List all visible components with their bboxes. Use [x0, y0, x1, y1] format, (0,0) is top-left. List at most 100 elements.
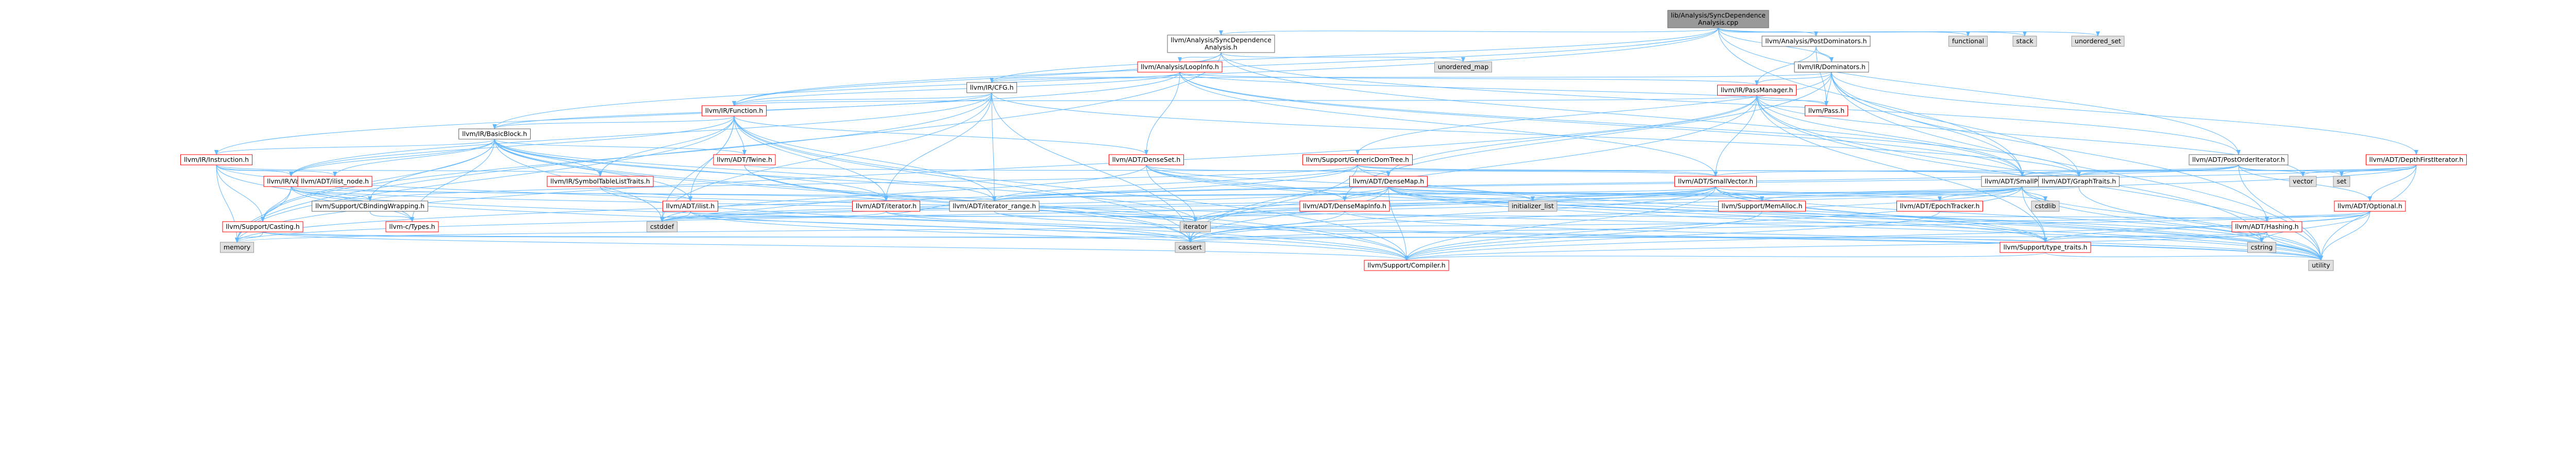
edge-optional-to-compiler	[1404, 211, 2370, 261]
node-label: initializer_list	[1512, 202, 1554, 210]
graph-node-loopinfo[interactable]: llvm/Analysis/LoopInfo.h	[1137, 61, 1223, 73]
edge-iterrange-to-utility	[994, 211, 2323, 261]
graph-node-function[interactable]: llvm/IR/Function.h	[702, 105, 767, 116]
node-box	[1948, 36, 1988, 47]
node-box	[2031, 200, 2060, 212]
graph-node-hashing[interactable]: llvm/ADT/Hashing.h	[2231, 221, 2302, 232]
edge-cfg-to-function	[732, 92, 992, 106]
graph-node-cstring[interactable]: cstring	[2247, 242, 2276, 253]
node-box	[1299, 200, 1390, 212]
node-label: vector	[2293, 177, 2314, 185]
graph-node-initlist[interactable]: initializer_list	[1508, 200, 1557, 212]
graph-node-basicblock[interactable]: llvm/IR/BasicBlock.h	[459, 128, 531, 140]
edge-passmanager-to-cstring	[1756, 95, 2264, 243]
edge-dfiter-to-optional	[2368, 164, 2417, 202]
graph-node-types[interactable]: llvm-c/Types.h	[385, 221, 439, 232]
graph-node-graphtraits[interactable]: llvm/ADT/GraphTraits.h	[2038, 176, 2120, 187]
edge-graphtraits-to-iterrange	[992, 186, 2079, 202]
edge-symtab-to-ilist	[600, 186, 692, 202]
graph-node-dominators[interactable]: llvm/IR/Dominators.h	[1794, 61, 1869, 73]
edge-basicblock-to-instruction	[214, 139, 495, 155]
graph-node-stack[interactable]: stack	[2012, 36, 2037, 47]
edge-optional-to-cassert	[1188, 211, 2370, 243]
node-label: llvm/ADT/PostOrderIterator.h	[2192, 156, 2285, 163]
graph-node-densesetx[interactable]: llvm/ADT/DenseSet.h	[1109, 154, 1184, 165]
graph-node-optional[interactable]: llvm/ADT/Optional.h	[2334, 200, 2406, 212]
graph-node-densemapinfo[interactable]: llvm/ADT/DenseMapInfo.h	[1299, 200, 1390, 212]
node-label: unordered_map	[1438, 63, 1489, 71]
graph-node-cassert[interactable]: cassert	[1175, 242, 1206, 253]
node-label: iterator	[1183, 223, 1208, 230]
graph-node-ilistnode[interactable]: llvm/ADT/ilist_node.h	[297, 176, 372, 187]
graph-node-densemap[interactable]: llvm/ADT/DenseMap.h	[1349, 176, 1428, 187]
graph-node-iterrange[interactable]: llvm/ADT/iterator_range.h	[949, 200, 1040, 212]
graph-node-cbwrap[interactable]: llvm/Support/CBindingWrapping.h	[312, 200, 428, 212]
edge-smallptrset-to-iteratorh	[1193, 186, 2023, 222]
edge-loopinfo-to-passmanager	[1179, 72, 1759, 86]
edge-iterator-to-cstddef	[660, 211, 887, 222]
node-label: llvm/ADT/DenseMap.h	[1353, 177, 1424, 185]
graph-node-casting[interactable]: llvm/Support/Casting.h	[222, 221, 303, 232]
node-label: llvm/Analysis/SyncDependence	[1171, 36, 1272, 44]
node-box	[949, 200, 1040, 212]
edge-loopinfo-to-smallvector	[1179, 72, 1718, 177]
graph-node-typetraits[interactable]: llvm/Support/type_traits.h	[1999, 242, 2091, 253]
graph-node-cstddef[interactable]: cstddef	[647, 221, 677, 232]
edge-basicblock-to-compiler	[494, 139, 1409, 261]
edge-root-to-postdom	[1718, 27, 1818, 37]
node-label: llvm/Support/GenericDomTree.h	[1306, 156, 1409, 163]
node-box	[220, 242, 254, 253]
edge-basicblock-to-iterrange	[494, 139, 996, 202]
graph-node-unordered_map[interactable]: unordered_map	[1434, 61, 1492, 73]
graph-node-pass[interactable]: llvm/Pass.h	[1805, 105, 1848, 116]
node-box	[1175, 242, 1206, 253]
graph-node-epoch[interactable]: llvm/ADT/EpochTracker.h	[1896, 200, 1983, 212]
graph-node-iteratorh[interactable]: iterator	[1180, 221, 1211, 232]
graph-node-dfiter[interactable]: llvm/ADT/DepthFirstIterator.h	[2366, 154, 2467, 165]
graph-node-poiter[interactable]: llvm/ADT/PostOrderIterator.h	[2189, 154, 2289, 165]
edge-function-to-memory	[235, 115, 735, 243]
edge-densemap-to-compiler	[1388, 186, 1409, 261]
edge-value-to-cbwrap	[291, 186, 372, 202]
graph-node-twine[interactable]: llvm/ADT/Twine.h	[713, 154, 776, 165]
graph-node-gdt[interactable]: llvm/Support/GenericDomTree.h	[1302, 154, 1413, 165]
node-label: llvm/ADT/ilist_node.h	[301, 177, 369, 185]
node-box	[2189, 154, 2289, 165]
edge-optional-to-cstring	[2260, 211, 2370, 243]
graph-node-postdom[interactable]: llvm/Analysis/PostDominators.h	[1761, 36, 1871, 47]
edge-root-to-smallptrset	[1718, 27, 2024, 177]
edge-loopinfo-to-cfg	[990, 72, 1180, 83]
graph-node-functional[interactable]: functional	[1948, 36, 1988, 47]
graph-node-set[interactable]: set	[2333, 176, 2350, 187]
graph-node-utility[interactable]: utility	[2308, 260, 2334, 271]
graph-node-smallvector[interactable]: llvm/ADT/SmallVector.h	[1674, 176, 1757, 187]
graph-node-memory[interactable]: memory	[220, 242, 254, 253]
edge-dfiter-to-set	[2340, 164, 2417, 177]
node-label: unordered_set	[2075, 37, 2121, 45]
graph-node-cfg[interactable]: llvm/IR/CFG.h	[967, 82, 1017, 93]
graph-node-compiler[interactable]: llvm/Support/Compiler.h	[1364, 260, 1449, 271]
node-label: llvm/ADT/DenseSet.h	[1112, 156, 1181, 163]
graph-node-iterator[interactable]: llvm/ADT/iterator.h	[852, 200, 920, 212]
graph-node-cstdlib[interactable]: cstdlib	[2031, 200, 2060, 212]
edge-gdt-to-iterrange	[992, 164, 1358, 202]
node-label: functional	[1952, 37, 1984, 45]
graph-node-memiter[interactable]: llvm/Support/MemAlloc.h	[1718, 200, 1806, 212]
graph-node-ilist[interactable]: llvm/ADT/ilist.h	[663, 200, 718, 212]
edge-function-to-densesetx	[734, 115, 1148, 155]
node-box	[222, 221, 303, 232]
graph-node-vector[interactable]: vector	[2289, 176, 2317, 187]
graph-node-unordered_set[interactable]: unordered_set	[2071, 36, 2125, 47]
edge-graphtraits-to-utility	[2078, 186, 2323, 261]
graph-node-passmanager[interactable]: llvm/IR/PassManager.h	[1717, 85, 1797, 96]
node-box	[702, 105, 767, 116]
node-label: stack	[2016, 37, 2033, 45]
node-label: llvm/Analysis/PostDominators.h	[1765, 37, 1867, 45]
edge-loopinfo-to-instruction	[214, 72, 1180, 155]
edge-smallvector-to-compiler	[1404, 186, 1716, 261]
graph-node-instruction[interactable]: llvm/IR/Instruction.h	[180, 154, 252, 165]
node-box	[852, 200, 920, 212]
graph-node-symtab[interactable]: llvm/IR/SymbolTableListTraits.h	[547, 176, 654, 187]
